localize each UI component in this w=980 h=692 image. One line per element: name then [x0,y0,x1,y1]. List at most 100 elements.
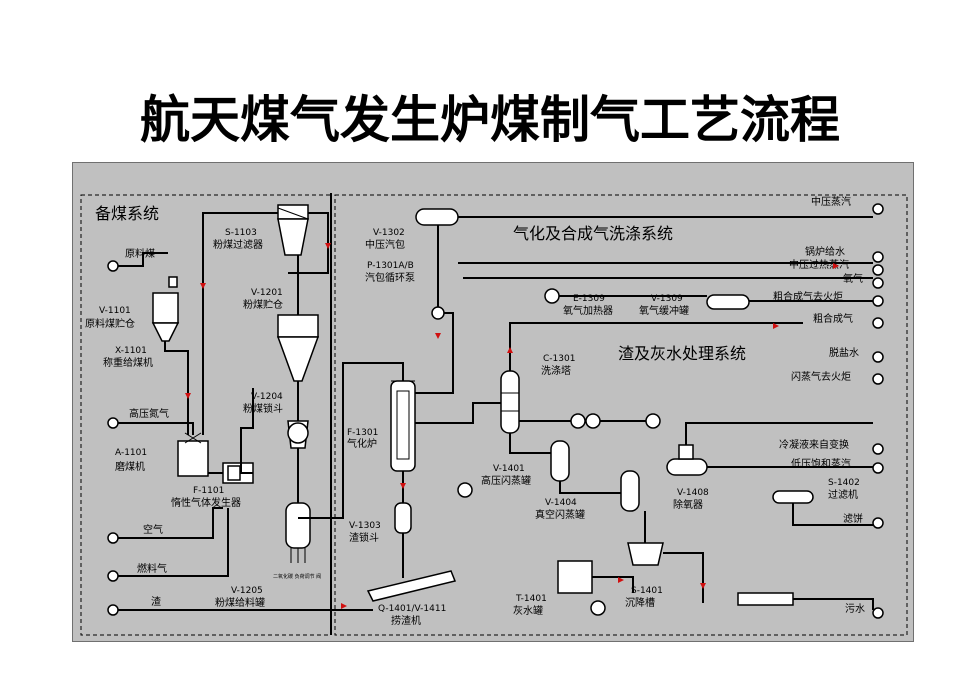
inlet-terminal-icon [107,260,119,272]
section-title-gas-wash: 气化及合成气洗涤系统 [513,224,673,243]
svg-text:V-1201: V-1201 [251,288,283,298]
svg-text:渣: 渣 [151,595,161,608]
svg-text:S-1103: S-1103 [225,228,257,238]
svg-text:捞渣机: 捞渣机 [391,614,421,627]
svg-text:闪蒸气去火炬: 闪蒸气去火炬 [791,370,851,383]
utility-lp-sat-steam: 低压饱和蒸汽 [791,457,884,474]
svg-text:V-1205: V-1205 [231,586,263,596]
v1309-oxygen-buffer: V-1309 氧气缓冲罐 [458,216,873,317]
outlet-terminal-icon [872,251,884,263]
svg-text:X-1101: X-1101 [115,346,147,356]
gasification-section-boundary [334,194,908,636]
v1408-deaerator: V-1408 除氧器 [666,422,873,511]
svg-text:高压闪蒸罐: 高压闪蒸罐 [481,474,531,487]
svg-text:高压氮气: 高压氮气 [129,407,169,420]
svg-text:V-1303: V-1303 [349,521,381,531]
pump-icon [431,306,445,320]
e1309-oxygen-heater: E-1309 氧气加热器 [544,288,613,317]
v1201-pulverized-coal-bin: V-1201 粉煤贮仓 [243,255,320,382]
utility-mp-steam: 中压蒸汽 [811,195,884,215]
svg-text:P-1301A/B: P-1301A/B [367,261,414,271]
process-flow-panel: 备煤系统 气化及合成气洗涤系统 渣及灰水处理系统 原料煤 高压氮气 空气 燃料气… [72,162,914,642]
outlet-terminal-icon [872,203,884,215]
c1301-scrubber: C-1301 洗涤塔 [415,322,803,434]
v1302-steam-drum: V-1302 中压汽包 [365,208,459,251]
svg-text:粗合成气: 粗合成气 [813,312,853,325]
svg-text:中压蒸汽: 中压蒸汽 [811,195,851,208]
v1404-vacuum-flash-drum: V-1404 真空闪蒸罐 [535,470,640,521]
svg-text:惰性气体发生器: 惰性气体发生器 [171,496,241,509]
svg-text:过滤机: 过滤机 [828,488,858,501]
inlet-terminal-icon [107,532,119,544]
svg-text:氧气加热器: 氧气加热器 [563,304,613,317]
svg-text:粉煤贮仓: 粉煤贮仓 [243,298,283,311]
utility-condensate: 冷凝液来自变换 [779,438,884,455]
svg-text:燃料气: 燃料气 [137,562,167,575]
inlet-air: 空气 [107,507,223,544]
sump-basin [737,592,874,610]
outlet-terminal-icon [872,443,884,455]
svg-text:汽包循环泵: 汽包循环泵 [365,271,415,284]
svg-text:污水: 污水 [845,603,865,615]
svg-text:磨煤机: 磨煤机 [115,460,145,473]
svg-text:Q-1401/V-1411: Q-1401/V-1411 [378,604,446,614]
svg-text:中压过热蒸汽: 中压过热蒸汽 [789,258,849,271]
svg-text:F-1301: F-1301 [347,428,378,438]
utility-flash-flare: 闪蒸气去火炬 [791,370,884,385]
s1401-settler: S-1401 沉降槽 [625,511,704,609]
a1101-coal-mill: A-1101 磨煤机 [115,432,209,477]
svg-text:粗合成气去火炬: 粗合成气去火炬 [773,290,843,303]
svg-text:渣锁斗: 渣锁斗 [349,531,379,544]
inlet-hp-nitrogen: 高压氮气 [107,407,194,435]
utility-crude-syngas: 粗合成气 [813,312,884,329]
svg-text:冷凝液来自变换: 冷凝液来自变换 [779,438,849,451]
v1401-hp-flash-drum: V-1401 高压闪蒸罐 [481,433,570,487]
process-flow-diagram: 备煤系统 气化及合成气洗涤系统 渣及灰水处理系统 原料煤 高压氮气 空气 燃料气… [80,193,908,636]
svg-text:粉煤锁斗: 粉煤锁斗 [243,402,283,415]
svg-text:中压汽包: 中压汽包 [365,238,405,251]
svg-text:空气: 空气 [143,523,163,536]
outlet-terminal-icon [872,351,884,363]
svg-text:V-1101: V-1101 [99,306,131,316]
f1101-inert-gas-generator: F-1101 惰性气体发生器 [171,388,254,509]
outlet-terminal-icon [872,373,884,385]
svg-text:V-1309: V-1309 [651,294,683,304]
outlet-terminal-icon [872,462,884,474]
svg-text:低压饱和蒸汽: 低压饱和蒸汽 [791,457,851,470]
s1103-coal-filter: S-1103 粉煤过滤器 [202,204,329,435]
svg-text:原料煤贮仓: 原料煤贮仓 [85,317,135,330]
svg-text:V-1401: V-1401 [493,464,525,474]
outlet-terminal-icon [872,277,884,289]
q1401-slag-scraper: Q-1401/V-1411 捞渣机 [366,570,457,627]
utility-oxygen: 氧气 [843,272,884,289]
outlet-terminal-icon [107,604,119,616]
p1301-circulation-pump: P-1301A/B 汽包循环泵 [365,225,445,320]
v1303-slag-lock-hopper: V-1303 渣锁斗 [349,471,412,578]
svg-text:粉煤给料罐: 粉煤给料罐 [215,596,265,609]
outlet-terminal-icon [872,264,884,276]
inlet-raw-coal: 原料煤 [107,247,168,272]
svg-text:V-1302: V-1302 [373,228,405,238]
svg-text:滤饼: 滤饼 [843,512,863,525]
utility-crude-flare: 粗合成气去火炬 [773,290,884,307]
inlet-fuel-gas: 燃料气 [107,508,229,582]
svg-text:沉降槽: 沉降槽 [625,596,655,609]
svg-text:真空闪蒸罐: 真空闪蒸罐 [535,508,585,521]
v1205-coal-feed-tank: V-1205 粉煤给料罐 二氧化碳 负荷调节 阀 [215,448,321,609]
svg-text:V-1204: V-1204 [251,392,283,402]
section-title-coal: 备煤系统 [95,204,159,223]
v1101-raw-coal-bin: V-1101 原料煤贮仓 [85,276,180,342]
svg-text:原料煤: 原料煤 [125,247,155,260]
svg-text:脱盐水: 脱盐水 [829,346,859,359]
svg-text:S-1401: S-1401 [631,586,663,596]
utility-filter-cake: 滤饼 [843,512,884,529]
svg-text:A-1101: A-1101 [115,448,147,458]
t1401-grey-water-tank: T-1401 灰水罐 [513,560,634,617]
svg-text:氧气: 氧气 [843,272,863,285]
svg-text:气化炉: 气化炉 [347,437,377,450]
utility-bfw: 锅炉给水 [805,245,884,263]
outlet-terminal-icon [872,517,884,529]
right-utility-terminals: 中压蒸汽 锅炉给水 中压过热蒸汽 氧气 粗合成气去火炬 粗合成气 脱盐水 闪蒸 [773,195,884,619]
section-title-slag: 渣及灰水处理系统 [618,344,746,363]
svg-text:V-1404: V-1404 [545,498,577,508]
